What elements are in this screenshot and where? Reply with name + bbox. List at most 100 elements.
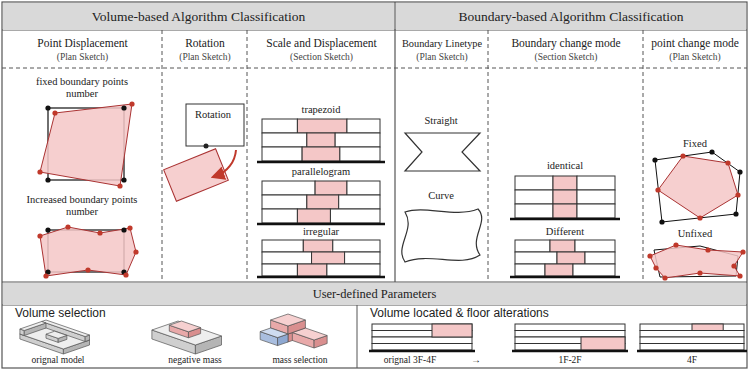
sketch-rect [692,324,723,331]
header-text: Volume-based Algorithm Classification [92,9,305,24]
sketch-label: trapezoid [271,104,371,116]
sketch-rect [262,240,303,252]
boundary-point [709,149,714,154]
sketch-rect [432,324,472,337]
boundary-point [733,211,738,216]
grid-line [357,305,358,368]
ground-line [510,218,620,221]
sketch-label: irregular [271,226,371,238]
boundary-point [129,101,134,106]
boundary-point [740,249,745,254]
grid-line [162,30,163,282]
grid-lines [2,2,747,368]
sketch-rect [577,176,615,190]
boundary-point [37,233,42,238]
sketch-rect [515,190,553,204]
header-text: Rotation [185,36,225,51]
sketch-rect [340,147,380,161]
sketch-rect [557,252,585,264]
outer-frame [2,2,747,368]
boundary-point [659,219,664,224]
model-caption: orignal 3F-4F [370,355,450,366]
ground-line [257,276,385,279]
sketch-label: Increased boundary points number [26,194,138,218]
boundary-point [652,157,657,162]
column-header: Point Displacement(Plan Sketch) [3,31,162,67]
sketch-rect [640,337,744,344]
sketch-rect [262,252,312,264]
model-caption: → [466,354,486,366]
pivot-point [204,144,209,149]
boundary-point [673,242,678,247]
sketch-rect [585,252,615,264]
sketch-shape [658,156,738,218]
header-text: Volume located & floor alterations [370,306,549,321]
model-caption: 4F [672,355,712,366]
boundary-point [697,215,702,220]
grid-line [643,30,644,282]
boundary-point [85,267,90,272]
boundary-point [121,227,126,232]
sketch-rect [297,264,327,276]
sketch-shape [152,321,222,345]
sketch-shape [271,314,306,326]
sketch-rect [372,337,472,344]
boundary-point [655,187,660,192]
sketch-rect [262,195,307,209]
header-text: Point Displacement [37,36,127,51]
sketch-rect [577,204,615,218]
boundary-point [725,160,730,165]
sketch-rect [297,209,330,223]
sketch-label: Straight [401,115,481,127]
section-header: Volume-based Algorithm Classification [3,3,394,30]
sketch-shape [655,152,740,222]
sketch-rect [335,133,380,147]
grid-line [2,68,747,69]
column-header: point change mode(Plan Sketch) [644,31,746,67]
sketch-label: Rotation [188,109,238,121]
boundary-point [45,105,50,110]
sketch-rect [312,252,345,264]
boundary-point [117,183,122,188]
sketches [20,101,747,354]
boundary-point [737,273,742,278]
model-caption: mass selection [255,355,345,366]
column-header: Boundary change mode(Section Sketch) [489,31,643,67]
rotation-arrow [216,150,236,176]
sketch-rect [307,195,339,209]
sketch-shape [169,321,200,332]
sketch-label: fixed boundary points number [32,76,132,100]
sketch-rect [581,337,625,350]
boundary-point [705,247,710,252]
sketch-type: (Section Sketch) [290,51,353,63]
sketch-rect [573,264,615,276]
boundary-point [65,224,70,229]
ground-line [637,350,747,353]
sketch-rect [640,324,744,331]
sketch-rect [640,331,744,338]
sketch-type: (Plan Sketch) [57,51,108,63]
grid-line [247,30,248,282]
sketch-label: identical [520,160,610,172]
sketch-rect [515,252,557,264]
boundary-point [45,227,50,232]
sketch-shape [46,331,67,338]
header-text: Scale and Displacement [266,36,377,51]
ground-line [510,276,620,279]
header-text: Volume selection [15,306,106,321]
sketch-label: parallelogram [271,166,371,178]
boundary-point [45,177,50,182]
sketch-label: Curve [401,190,481,202]
section-header: User-defined Parameters [3,283,746,305]
boundary-point [647,253,652,258]
sketch-rect [303,240,333,252]
sketch-type: (Plan Sketch) [179,51,230,63]
header-text: Boundary Linetype [402,36,482,51]
boundary-point [662,275,667,280]
sketch-rect [262,181,315,195]
sketch-rect [515,264,545,276]
sketch-rect [515,324,625,331]
header-text: Boundary change mode [511,36,620,51]
